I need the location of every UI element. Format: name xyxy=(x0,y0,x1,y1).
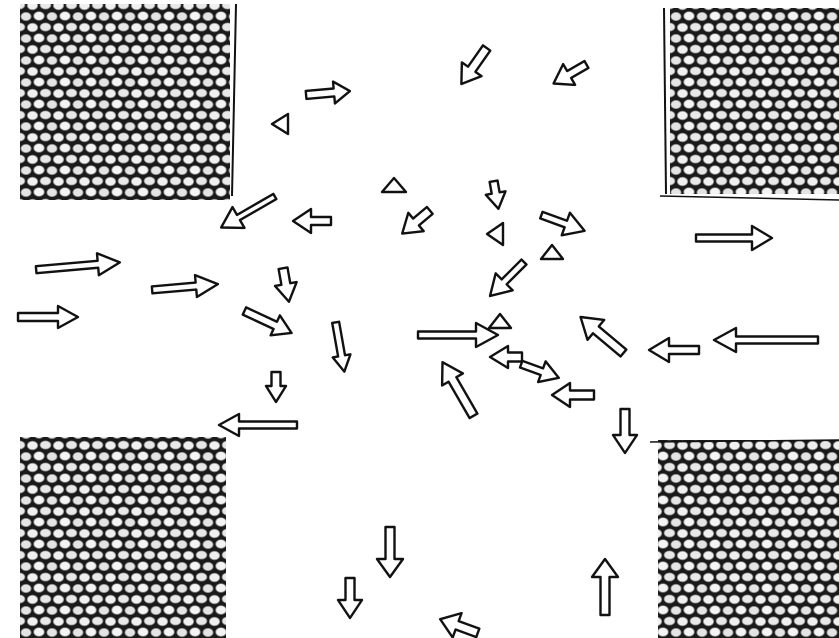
corner-block-top-right xyxy=(670,8,839,194)
corner-block-top-left xyxy=(20,4,230,200)
corner-block-bottom-right xyxy=(658,440,839,638)
corner-block-bottom-left xyxy=(20,437,226,638)
